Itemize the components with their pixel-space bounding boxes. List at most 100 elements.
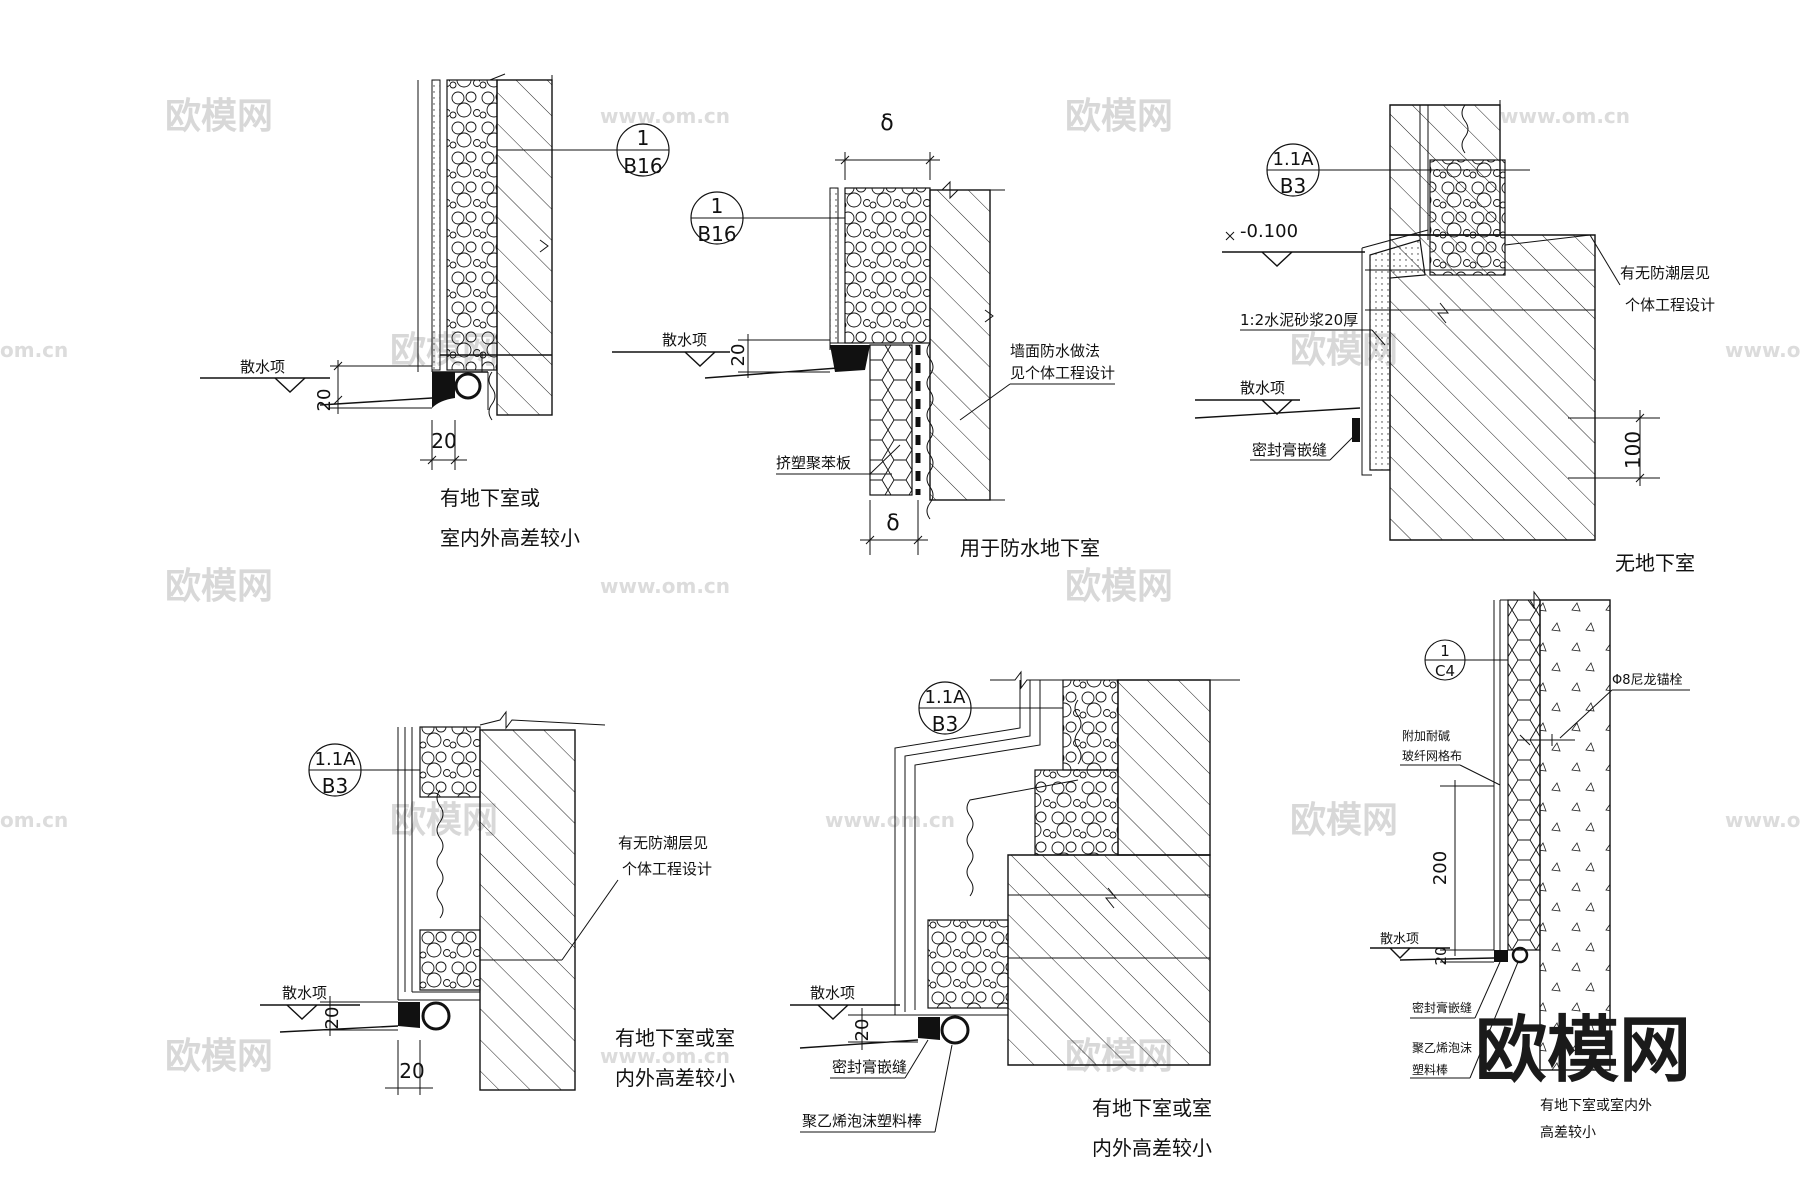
detail-1: 1 B16 散水项 20 20 有地下室或 室内外高差较小 <box>200 73 670 550</box>
watermark-site: om.cn <box>0 338 68 362</box>
dim-width: 20 <box>399 1059 424 1083</box>
dim-height: 20 <box>728 344 749 367</box>
insulation-stones <box>419 929 481 991</box>
caption-line-1: 有地下室或室 <box>615 1026 735 1050</box>
ground-label: 散水项 <box>662 331 707 349</box>
sealant-joint <box>1352 418 1360 442</box>
sealant-joint <box>830 345 870 372</box>
sealant-label: 密封膏嵌缝 <box>1252 441 1327 459</box>
watermark-brand: 欧模网 <box>165 1036 273 1077</box>
note-line-1: 有无防潮层见 <box>618 834 708 852</box>
detail-tag-sheet: B3 <box>1280 174 1306 198</box>
dim-height: 20 <box>314 389 335 412</box>
sealant-label: 密封膏嵌缝 <box>832 1058 907 1076</box>
detail-tag-number: 1.1A <box>925 687 967 708</box>
wall-hatch <box>1117 679 1211 856</box>
caption-line-2: 内外高差较小 <box>1092 1136 1212 1160</box>
detail-tag-number: 1 <box>1440 642 1450 660</box>
detail-5: 散水项 20 1.1A B3 密封膏嵌缝 聚乙烯泡沫塑料棒 有地下室或室 内外高… <box>790 670 1240 1160</box>
rod-line-2: 塑料棒 <box>1412 1062 1448 1077</box>
mortar-label: 1:2水泥砂浆20厚 <box>1240 311 1358 329</box>
detail-tag-sheet: B3 <box>932 712 958 736</box>
note-line-2: 个体工程设计 <box>622 860 712 878</box>
watermark-site: om.cn <box>0 808 68 832</box>
watermark-brand: 欧模网 <box>1290 800 1398 841</box>
dim-bottom: δ <box>886 511 899 536</box>
watermark-site: www.om.cn <box>825 808 955 832</box>
foam-rod <box>421 1001 451 1031</box>
foundation-hatch <box>1007 854 1211 1066</box>
detail-tag-sheet: C4 <box>1435 662 1455 680</box>
foundation-hatch <box>1389 234 1596 541</box>
note-line-1: 有无防潮层见 <box>1620 264 1710 282</box>
detail-tag-sheet: B16 <box>623 154 662 178</box>
note-line-2: 个体工程设计 <box>1625 296 1715 314</box>
mesh-line-2: 玻纤网格布 <box>1402 748 1462 763</box>
xps-board <box>869 344 913 496</box>
watermark-brand: 欧模网 <box>1065 566 1173 607</box>
detail-tag-sheet: B3 <box>322 774 348 798</box>
detail-3: 散水项 -0.100 1:2水泥砂浆20厚 密封膏嵌缝 1.1A B3 有无防潮… <box>1194 100 1715 575</box>
concrete-wall <box>1539 599 1611 1071</box>
detail-2: δ δ 1 B16 20 散水项 挤塑聚苯板 墙面防水做法 见个体工程设计 用于… <box>612 111 1115 560</box>
ground-label: 散水项 <box>240 358 285 376</box>
sealant-joint <box>918 1017 940 1040</box>
anchor-label: Φ8尼龙锚栓 <box>1612 673 1683 688</box>
sealant-joint <box>398 1002 420 1028</box>
dim-small: 20 <box>1432 946 1450 965</box>
rod-line-1: 聚乙烯泡沫 <box>1412 1041 1472 1055</box>
dim-width: 20 <box>431 429 456 453</box>
caption-line-1: 有地下室或 <box>440 486 540 510</box>
watermark-brand: 欧模网 <box>165 566 273 607</box>
dim-height: 200 <box>1430 851 1451 885</box>
detail-tag-number: 1 <box>637 126 650 150</box>
dim-height: 100 <box>1621 431 1645 469</box>
ground-label: 散水项 <box>1240 379 1285 397</box>
dim-height: 20 <box>322 1007 343 1030</box>
ground-label: 散水项 <box>282 984 327 1002</box>
dim-height: 20 <box>852 1019 873 1042</box>
wall-hatch <box>496 79 553 416</box>
caption-line-2: 内外高差较小 <box>615 1066 735 1090</box>
watermark-brand-large: 欧模网 <box>1475 1008 1691 1092</box>
caption-line-1: 有地下室或室内外 <box>1540 1097 1652 1114</box>
sealant-joint <box>1494 950 1508 962</box>
watermark-site: www.om.cn <box>600 574 730 598</box>
watermark-site: www.om.cn <box>600 1044 730 1068</box>
dim-top: δ <box>880 111 893 136</box>
insulation-stones <box>1034 769 1119 856</box>
watermark-site: www.om.cn <box>1500 104 1630 128</box>
detail-6: 散水项 200 20 1 C4 Φ8尼龙锚栓 附加耐碱 玻纤网格布 密封膏嵌缝 … <box>1370 590 1690 1141</box>
insulation-stones <box>1429 159 1506 276</box>
insulation-stones <box>844 187 931 344</box>
caption: 用于防水地下室 <box>960 536 1100 560</box>
sealant-label: 密封膏嵌缝 <box>1412 1000 1472 1015</box>
insulation-stones <box>419 726 481 798</box>
level-value: -0.100 <box>1240 221 1298 242</box>
watermark-brand: 欧模网 <box>1065 96 1173 137</box>
note-line-2: 见个体工程设计 <box>1010 364 1115 382</box>
watermark-brand: 欧模网 <box>165 96 273 137</box>
foam-rod <box>940 1015 970 1045</box>
sealant-joint <box>432 372 455 408</box>
detail-tag-sheet: B16 <box>697 222 736 246</box>
caption-line-1: 有地下室或室 <box>1092 1096 1212 1120</box>
detail-4: 散水项 20 20 1.1A B3 有无防潮层见 个体工程设计 有地下室或室 内… <box>260 710 735 1095</box>
board-label: 挤塑聚苯板 <box>776 454 851 472</box>
detail-tag-number: 1.1A <box>315 749 357 770</box>
note-line-1: 墙面防水做法 <box>1010 342 1100 360</box>
foam-rod <box>1511 946 1529 964</box>
mortar-plaster <box>1369 239 1426 471</box>
wall-hatch <box>929 189 991 501</box>
ground-label: 散水项 <box>810 984 855 1002</box>
detail-tag-number: 1.1A <box>1273 149 1315 170</box>
eps-board <box>1507 599 1541 951</box>
caption-line-2: 高差较小 <box>1540 1124 1596 1141</box>
watermark-site: www.om.cn <box>600 104 730 128</box>
foam-rod <box>454 372 482 400</box>
ground-label: 散水项 <box>1380 932 1419 947</box>
insulation-stones <box>446 79 498 371</box>
detail-tag-number: 1 <box>711 194 724 218</box>
